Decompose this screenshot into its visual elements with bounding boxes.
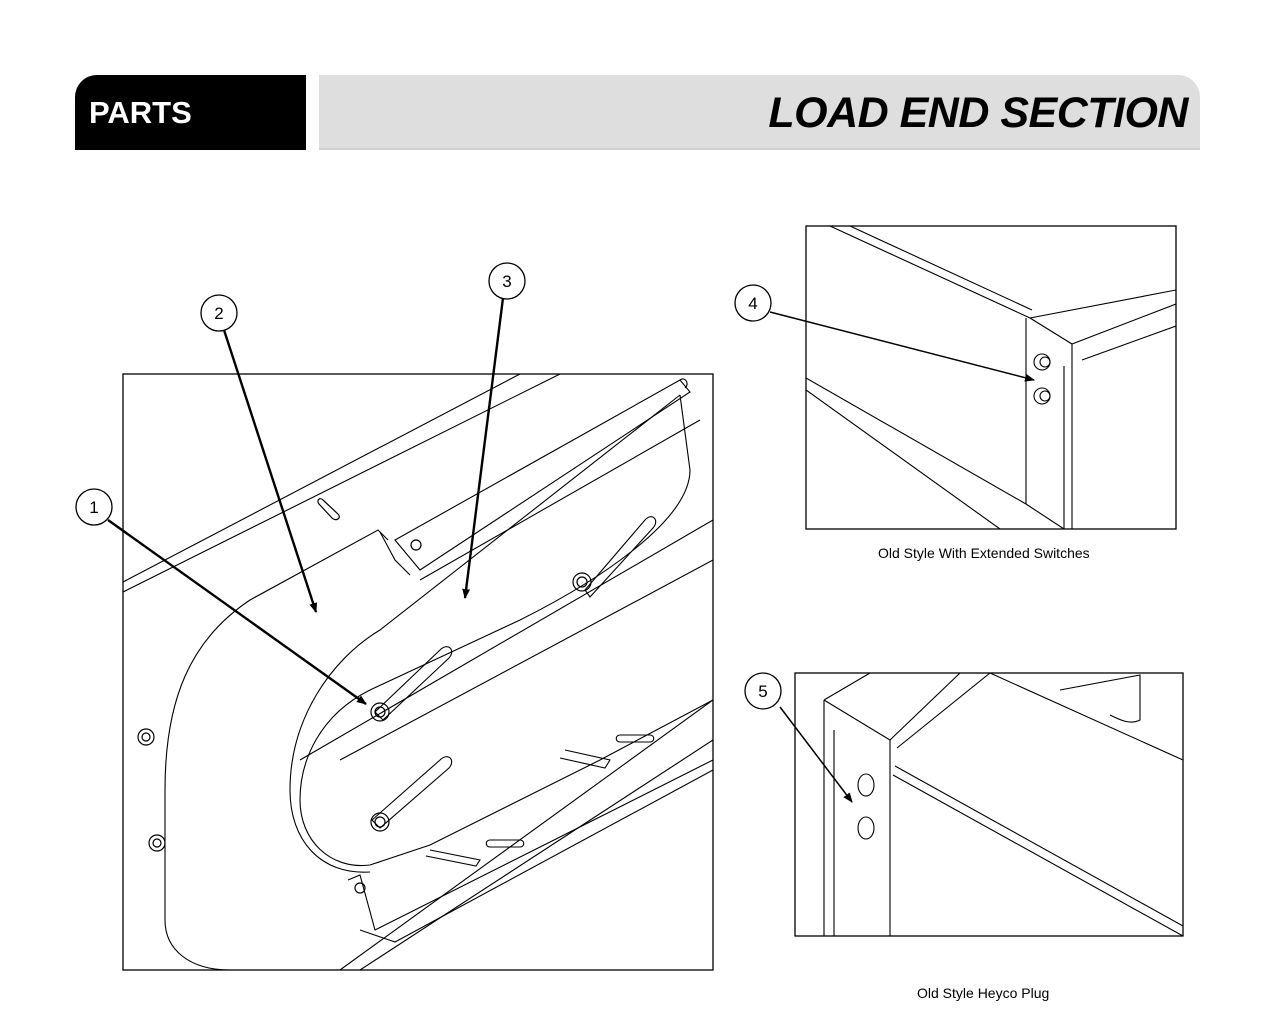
section-title-bar: LOAD END SECTION xyxy=(319,75,1200,150)
section-title: LOAD END SECTION xyxy=(768,89,1188,137)
svg-text:4: 4 xyxy=(748,294,757,313)
parts-label: PARTS xyxy=(89,95,192,130)
svg-text:5: 5 xyxy=(758,682,767,701)
caption-heyco-plug: Old Style Heyco Plug xyxy=(917,985,1050,1001)
callout-balloon-5: 5 xyxy=(744,672,782,710)
svg-text:1: 1 xyxy=(89,498,98,517)
callout-balloon-4: 4 xyxy=(734,284,772,322)
leader-lines xyxy=(107,297,505,705)
svg-text:2: 2 xyxy=(214,304,223,323)
main-detail-view xyxy=(122,373,714,971)
callout-balloon-3: 3 xyxy=(488,262,526,300)
parts-label-box: PARTS xyxy=(75,75,306,150)
heyco-plug-view xyxy=(794,672,1184,937)
extended-switches-view xyxy=(805,225,1177,530)
caption-extended-switches: Old Style With Extended Switches xyxy=(878,545,1090,561)
svg-text:3: 3 xyxy=(502,272,511,291)
callout-balloon-2: 2 xyxy=(200,294,238,332)
callout-balloon-1: 1 xyxy=(75,488,113,526)
